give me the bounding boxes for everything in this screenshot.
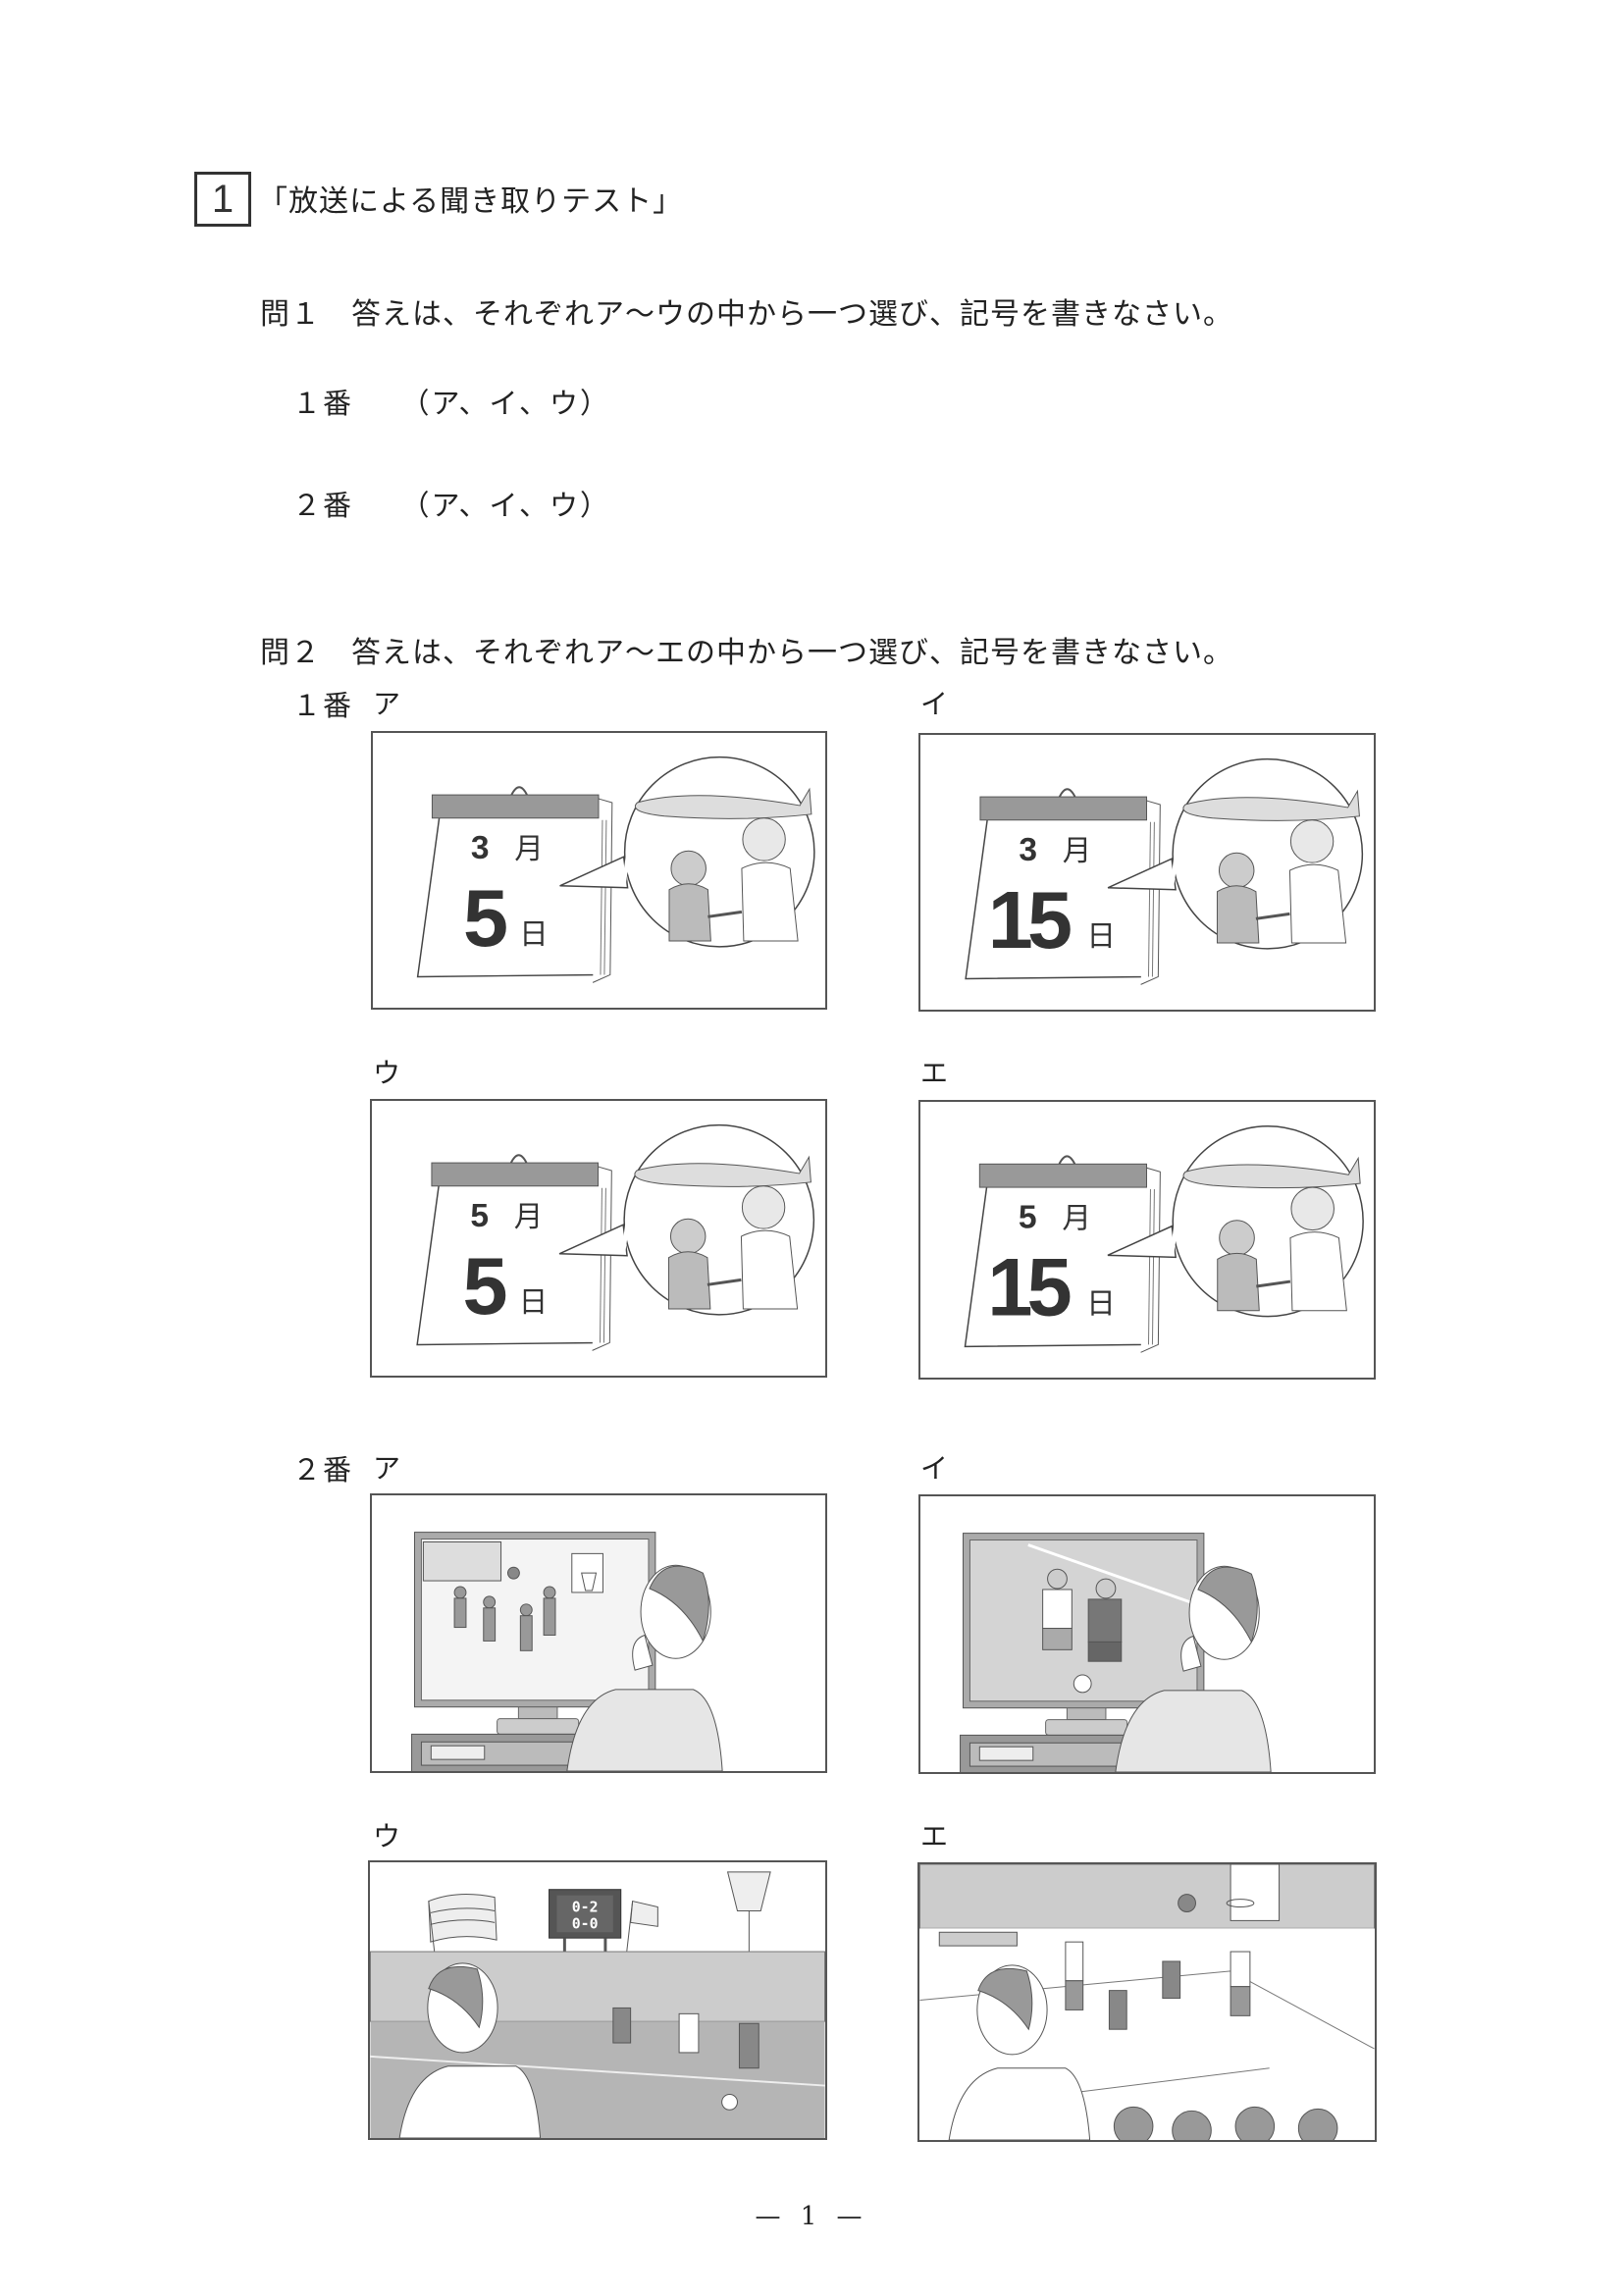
man-cheering-icon	[948, 1964, 1091, 2140]
soccer-players-icon	[1042, 1568, 1123, 1694]
option-label-i: イ	[920, 1452, 949, 1485]
svg-text:日: 日	[519, 917, 549, 951]
calendar-icon	[965, 788, 1161, 985]
calendar-month: 5	[470, 1198, 489, 1234]
q1-item-1-choices: （ア、イ、ウ）	[400, 387, 610, 420]
picture-calendar-a: 3 月 5 日	[371, 731, 827, 1010]
option-label-u: ウ	[373, 1057, 401, 1089]
bench-icon	[938, 1931, 1018, 1947]
calendar-airport-illustration: 5 月 5 日	[416, 1123, 815, 1351]
calendar-day: 15	[988, 874, 1071, 965]
picture-calendar-i: 3 月 15 日	[918, 733, 1376, 1012]
tv-icon	[963, 1533, 1205, 1736]
speech-bubble-icon	[1107, 1124, 1364, 1318]
speech-bubble-icon	[558, 1123, 815, 1316]
picture-calendar-e: 5 月 15 日	[918, 1100, 1376, 1380]
flag-icon	[428, 1893, 658, 1969]
soccer-players-icon	[612, 2007, 759, 2111]
picture-tv-basketball	[370, 1493, 827, 1773]
page-number: — 1 —	[755, 2202, 868, 2231]
q2-item-1-label: １番	[292, 689, 354, 722]
svg-text:日: 日	[1086, 1286, 1116, 1321]
svg-text:月: 月	[514, 1200, 544, 1233]
q1-item-2-label: ２番	[292, 489, 354, 522]
picture-calendar-u: 5 月 5 日	[370, 1099, 827, 1378]
basketball-players-icon	[1065, 1941, 1251, 2030]
score-home: 0-2	[572, 1899, 599, 1915]
q2-instruction: 問２ 答えは、それぞれア～エの中から一つ選び、記号を書きなさい。	[260, 636, 1233, 670]
q1-instruction: 問１ 答えは、それぞれア～ウの中から一つ選び、記号を書きなさい。	[260, 297, 1233, 332]
calendar-airport-illustration: 5 月 15 日	[964, 1124, 1364, 1353]
calendar-day: 5	[463, 872, 508, 964]
speech-bubble-icon	[1107, 757, 1364, 950]
spectators-heads	[1113, 2106, 1338, 2140]
man-cheering-icon	[1115, 1565, 1272, 1772]
option-label-a: ア	[373, 688, 401, 720]
speech-bubble-icon	[559, 756, 815, 948]
section-title: 「放送による聞き取りテスト」	[258, 184, 684, 219]
calendar-month: 5	[1019, 1200, 1037, 1236]
svg-text:日: 日	[519, 1285, 549, 1319]
basketball-hoop-icon	[1178, 1864, 1281, 1921]
question-number: 1	[211, 177, 235, 221]
calendar-month: 3	[471, 830, 490, 866]
calendar-icon	[416, 1154, 612, 1351]
option-label-i: イ	[920, 688, 949, 720]
scoreboard-icon: 0-2 0-0	[549, 1889, 622, 1953]
calendar-icon	[416, 786, 613, 983]
q1-item-1-label: １番	[292, 387, 354, 420]
option-label-e: エ	[920, 1820, 949, 1852]
svg-text:日: 日	[1086, 919, 1116, 953]
q2-item-2-label: ２番	[292, 1453, 354, 1487]
picture-arena-basketball	[917, 1862, 1377, 2142]
calendar-day: 15	[987, 1242, 1070, 1333]
question-number-box: 1	[194, 172, 251, 227]
q1-item-2: ２番 （ア、イ、ウ）	[292, 483, 610, 524]
picture-tv-soccer	[918, 1494, 1376, 1774]
man-cheering-icon	[398, 1962, 542, 2138]
svg-text:月: 月	[514, 832, 544, 865]
calendar-day: 5	[462, 1240, 507, 1331]
q1-item-2-choices: （ア、イ、ウ）	[400, 489, 610, 522]
calendar-icon	[964, 1155, 1161, 1353]
cabinet-icon	[411, 1733, 588, 1771]
basketball-players-icon	[422, 1540, 603, 1651]
picture-stadium-soccer: 0-2 0-0	[368, 1860, 827, 2140]
cabinet-icon	[960, 1734, 1136, 1772]
calendar-airport-illustration: 3 月 5 日	[416, 756, 815, 983]
crowd-stands	[919, 1864, 1375, 1929]
score-away: 0-0	[572, 1915, 599, 1932]
svg-text:月: 月	[1063, 834, 1092, 867]
option-label-a: ア	[373, 1452, 401, 1485]
calendar-month: 3	[1019, 832, 1037, 868]
q1-item-1: １番 （ア、イ、ウ）	[292, 381, 610, 422]
option-label-e: エ	[920, 1057, 949, 1089]
floodlight-icon	[726, 1871, 771, 1953]
calendar-airport-illustration: 3 月 15 日	[965, 757, 1364, 985]
option-label-u: ウ	[373, 1820, 401, 1852]
svg-text:月: 月	[1062, 1201, 1091, 1235]
man-cheering-icon	[566, 1564, 723, 1771]
